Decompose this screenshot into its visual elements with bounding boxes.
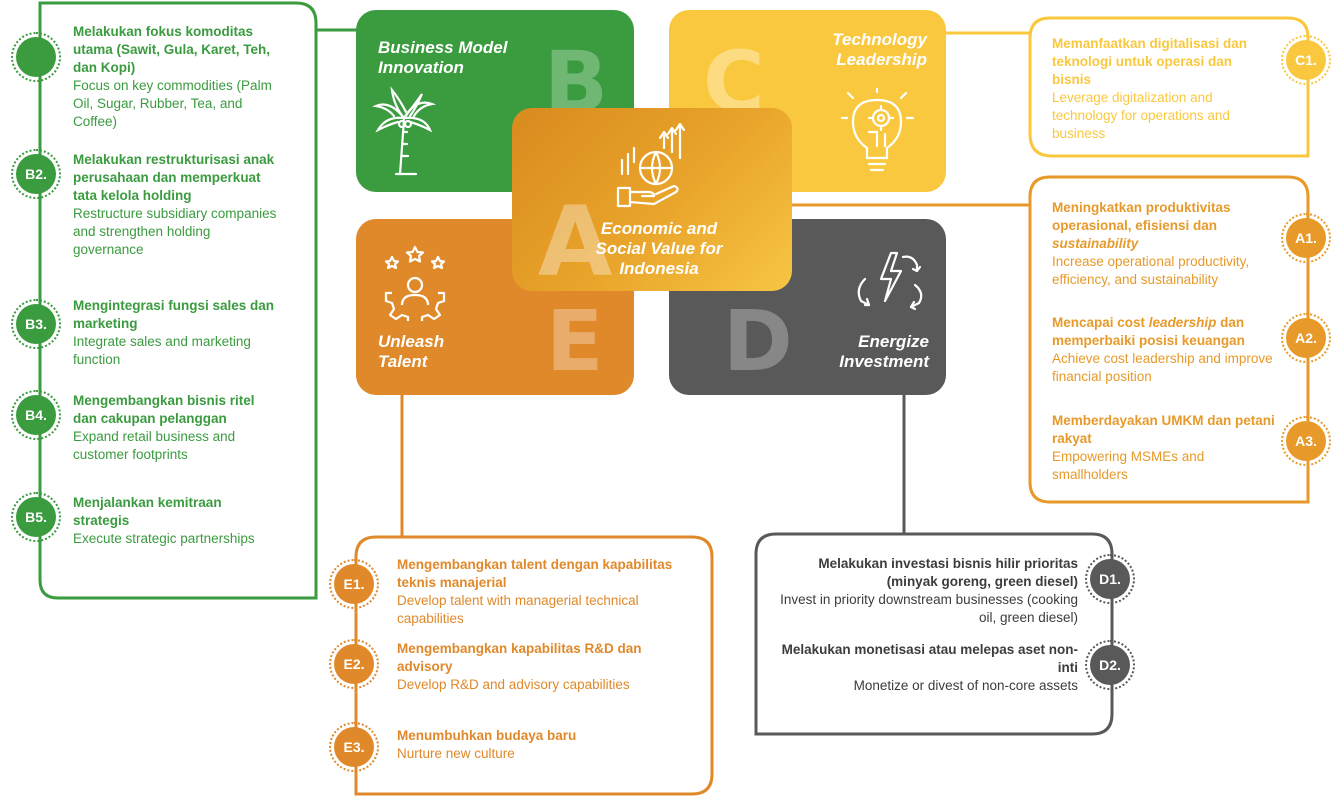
tile-e: E Unleash Talent [356,219,634,395]
badge-b2: B2. [11,149,61,199]
tile-a: A Economic and Social Value for Indonesi… [512,108,792,291]
c1-text: Memanfaatkan digitalisasi dan teknologi … [1052,36,1248,141]
tile-a-letter: A [538,186,613,291]
e2-text: Mengembangkan kapabilitas R&D dan adviso… [397,641,642,692]
e1-text: Mengembangkan talent dengan kapabilitas … [397,557,673,626]
d1-text: Melakukan investasi bisnis hilir priorit… [780,556,1078,625]
tile-b-title: Business Model Innovation [378,38,508,77]
badge-a3: A3. [1281,416,1331,466]
badge-d2: D2. [1085,640,1135,690]
b2-text: Melakukan restrukturisasi anak perusahaa… [73,152,277,257]
badge-e2: E2. [329,639,379,689]
energy-cycle-icon [857,251,923,311]
badge-a1: A1. [1281,213,1331,263]
tile-d-title: Energize Investment [839,332,929,371]
lightbulb-gear-icon [841,88,915,172]
palm-tree-icon [372,86,436,176]
talent-gear-icon [384,245,446,321]
a1-text: Meningkatkan produktivitas operasional, … [1052,200,1250,287]
tile-a-title: Economic and Social Value for Indonesia [595,219,723,278]
tile-c-title: Technology Leadership [832,30,927,69]
badge-d1: D1. [1085,554,1135,604]
badge-e3: E3. [329,722,379,772]
badge-b3: B3. [11,299,61,349]
a2-text: Mencapai cost leadership dan memperbaiki… [1052,315,1273,384]
tile-d-letter: D [723,292,793,390]
badge-b4: B4. [11,390,61,440]
badge-c1: C1. [1281,35,1331,85]
b4-text: Mengembangkan bisnis ritel dan cakupan p… [73,393,255,462]
tile-e-letter: E [546,292,604,390]
badge-a2: A2. [1281,313,1331,363]
b3-text: Mengintegrasi fungsi sales dan marketing… [73,298,275,367]
globe-growth-icon [616,122,686,208]
d2-text: Melakukan monetisasi atau melepas aset n… [781,642,1078,693]
tile-e-title: Unleash Talent [378,332,445,371]
badge-b5: B5. [11,492,61,542]
badge-b1: B1. [11,32,61,82]
b1-text: Melakukan fokus komoditas utama (Sawit, … [73,24,272,129]
badge-e1: E1. [329,559,379,609]
